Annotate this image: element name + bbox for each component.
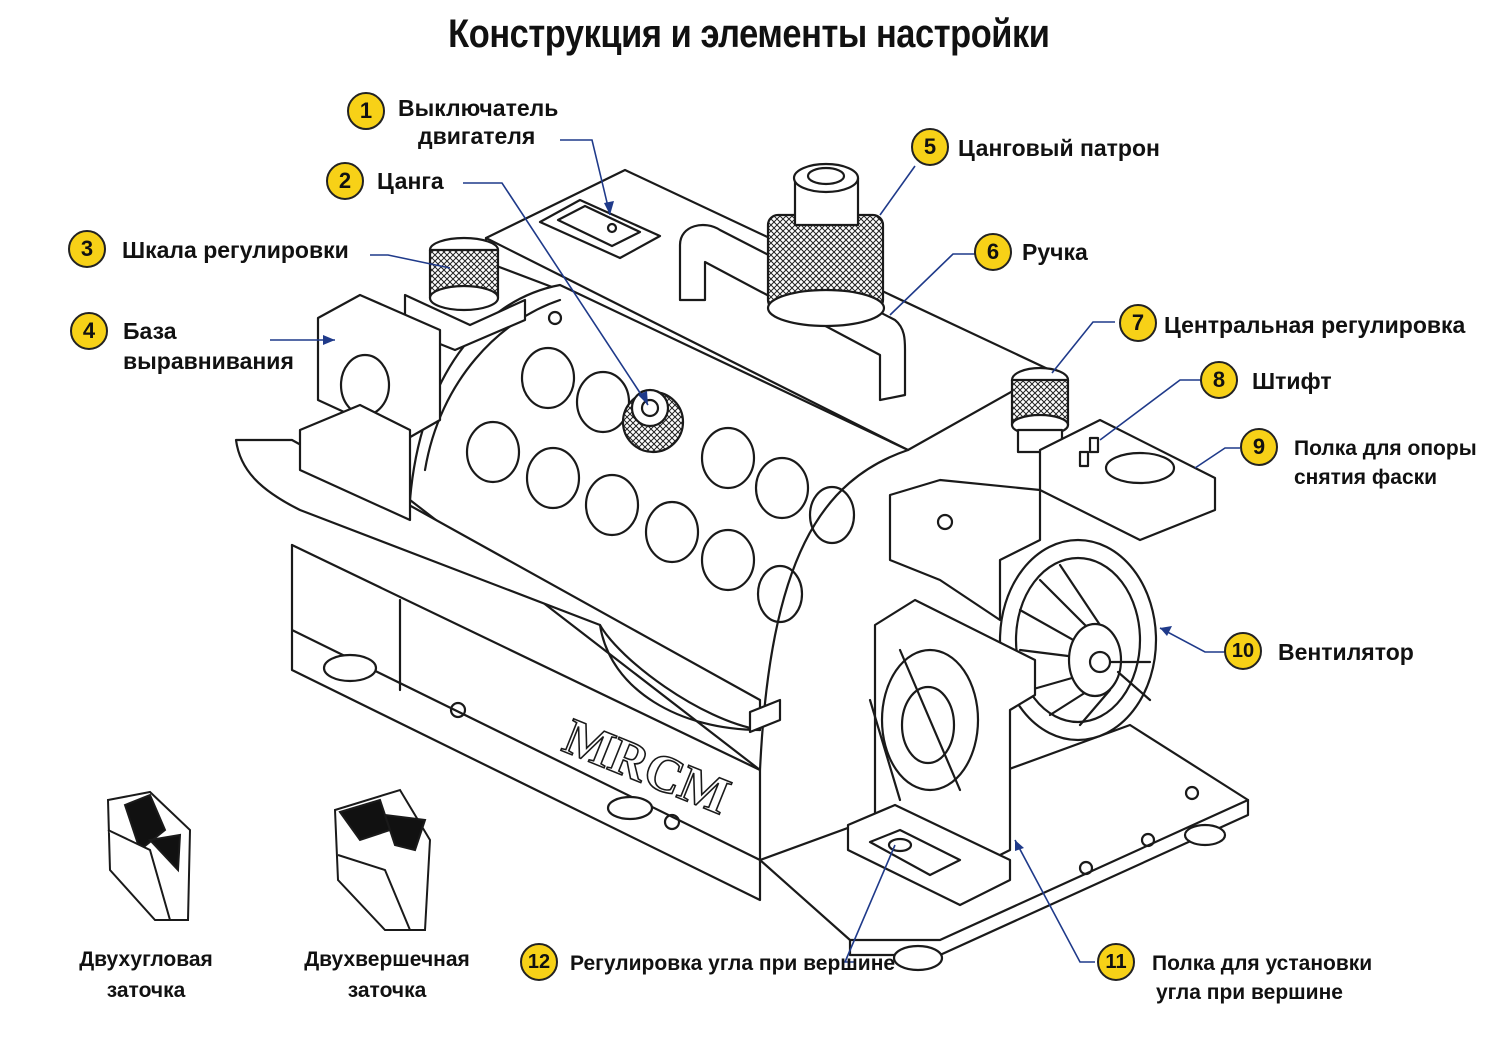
callout-badge-11: 11 xyxy=(1097,943,1135,981)
handle xyxy=(678,223,907,402)
callout-label-8: Штифт xyxy=(1252,368,1332,394)
callout-badge-9: 9 xyxy=(1240,428,1278,466)
leader-lines xyxy=(270,139,1240,963)
drill-caption-double-tip-line-2: заточка xyxy=(347,979,427,1002)
alignment-base xyxy=(298,293,442,522)
callout-label-2: Цанга xyxy=(377,168,444,194)
drill-caption-double-angle-line-1: Двухугловая xyxy=(79,948,213,971)
pins xyxy=(1078,436,1100,468)
callout-label-10: Вентилятор xyxy=(1278,639,1414,665)
callout-label-12: Регулировка угла при вершине xyxy=(570,952,896,975)
callout-label-6: Ручка xyxy=(1022,239,1088,265)
callout-badge-10: 10 xyxy=(1224,632,1262,670)
callout-badge-8: 8 xyxy=(1200,361,1238,399)
callout-badge-7: 7 xyxy=(1119,304,1157,342)
callout-badge-4: 4 xyxy=(70,312,108,350)
callout-label-9-line-2: снятия фаски xyxy=(1294,466,1438,489)
page-title: Конструкция и элементы настройки xyxy=(448,12,1050,56)
callout-label-5: Цанговый патрон xyxy=(958,135,1160,161)
callout-label-1-line-2: двигателя xyxy=(418,123,536,149)
callout-label-4-line-1: База xyxy=(123,318,177,344)
tray xyxy=(234,438,762,732)
callout-label-11-line-2: угла при вершине xyxy=(1156,981,1343,1004)
callout-badge-12: 12 xyxy=(520,943,558,981)
callout-label-9-line-1: Полка для опоры xyxy=(1294,437,1477,460)
drill-caption-double-angle: Двухугловая заточка xyxy=(56,944,236,1006)
drill-holes xyxy=(465,346,856,624)
drill-bit-double-tip xyxy=(333,788,432,931)
callout-badge-3: 3 xyxy=(68,230,106,268)
callout-badge-5: 5 xyxy=(911,128,949,166)
callout-label-4-line-2: выравнивания xyxy=(123,348,294,374)
callout-badge-6: 6 xyxy=(974,233,1012,271)
drill-bit-double-angle xyxy=(106,790,192,921)
collet-chuck xyxy=(766,162,886,328)
callout-label-7: Центральная регулировка xyxy=(1164,312,1466,338)
callout-label-11-line-1: Полка для установки xyxy=(1152,952,1373,975)
callout-badge-1: 1 xyxy=(347,92,385,130)
drill-caption-double-angle-line-2: заточка xyxy=(106,979,186,1002)
angle-shelf xyxy=(846,598,1037,907)
callout-label-1-line-1: Выключатель xyxy=(398,95,559,121)
fan xyxy=(998,538,1158,742)
central-adjustment xyxy=(1010,366,1070,454)
drill-caption-double-tip: Двухвершечная заточка xyxy=(292,944,482,1006)
callout-label-3: Шкала регулировки xyxy=(122,237,349,263)
callout-badge-2: 2 xyxy=(326,162,364,200)
drill-caption-double-tip-line-1: Двухвершечная xyxy=(304,948,470,971)
